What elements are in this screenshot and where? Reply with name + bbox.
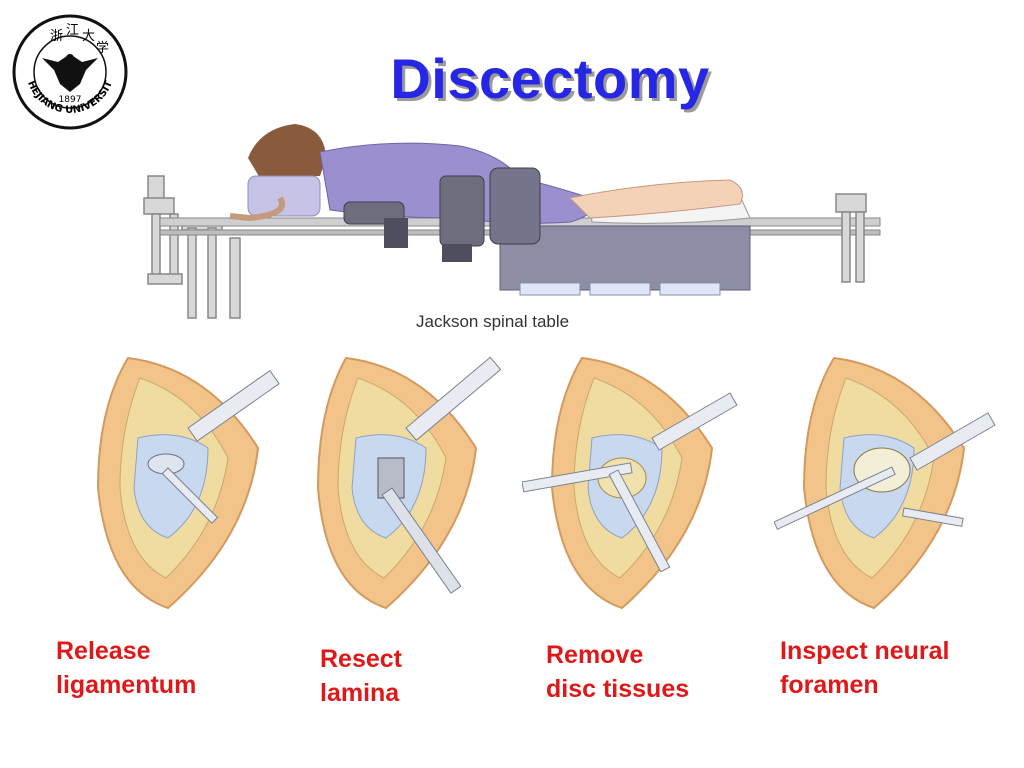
slide-title: Discectomy — [390, 47, 710, 110]
logo-year: 1897 — [59, 95, 82, 105]
table-caption: Jackson spinal table — [416, 312, 570, 331]
step-1-line2: ligamentum — [56, 671, 197, 699]
step-illustration-2 — [316, 356, 502, 610]
jackson-table-illustration — [143, 124, 881, 319]
step-label-2: Resect lamina — [320, 642, 402, 710]
logo-char-2: 江 — [66, 23, 79, 38]
table-frame-left — [143, 175, 241, 319]
logo-char-1: 浙 — [50, 29, 63, 44]
step-illustration-4 — [774, 356, 996, 610]
patient-figure — [229, 124, 743, 224]
step-1-line1: Release — [56, 637, 151, 665]
step-2-line1: Resect — [320, 645, 402, 673]
step-3-line1: Remove — [546, 641, 644, 669]
table-frame-right — [835, 193, 867, 283]
step-4-line1: Inspect neural — [780, 637, 950, 665]
logo-char-3: 大 — [82, 29, 95, 44]
logo-char-4: 学 — [96, 40, 109, 56]
ligament-release-icon — [147, 369, 280, 524]
step-illustration-1 — [96, 356, 280, 610]
hip-pad — [439, 175, 485, 247]
step-2-line2: lamina — [320, 679, 400, 707]
step-label-3: Remove disc tissues — [546, 638, 689, 706]
eagle-emblem-icon — [42, 54, 98, 92]
step-4-line2: foramen — [780, 671, 879, 699]
leg-support-pad — [499, 225, 751, 291]
university-logo: 浙 江 大 学 1897 ZHEJIANG UNIVERSITY — [10, 12, 128, 130]
step-3-line2: disc tissues — [546, 675, 690, 703]
step-label-1: Release ligamentum — [56, 634, 196, 702]
disc-removal-icon — [522, 392, 738, 573]
step-illustration-3 — [522, 356, 738, 610]
foramen-inspection-icon — [774, 412, 996, 530]
lamina-resection-icon — [377, 356, 502, 594]
step-label-4: Inspect neural foramen — [780, 634, 950, 702]
